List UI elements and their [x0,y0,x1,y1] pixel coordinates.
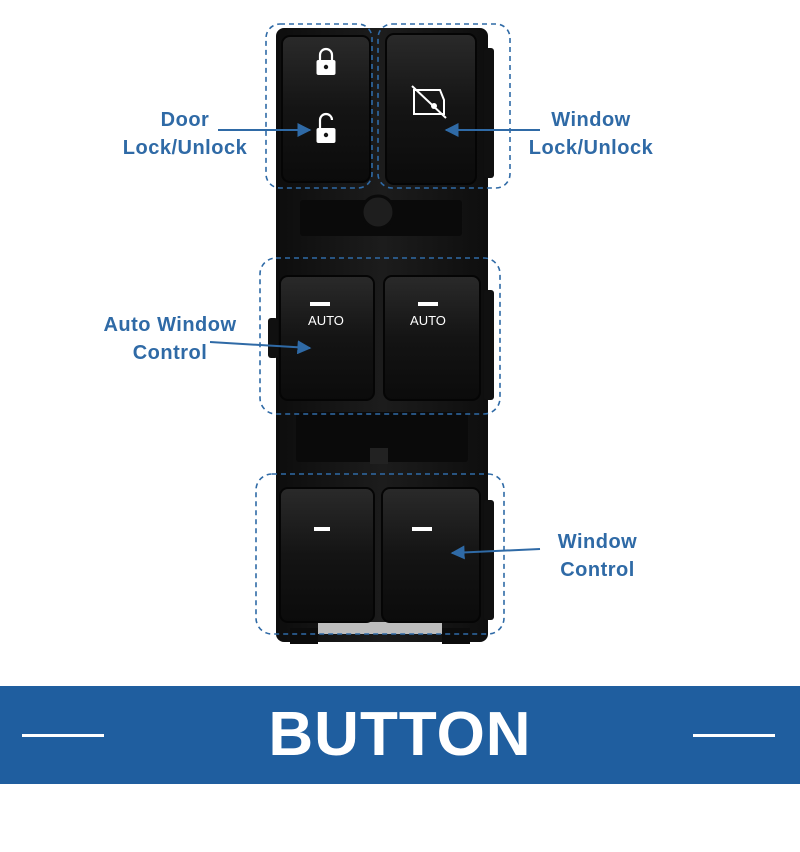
switch-panel-illustration: AUTO AUTO [209,23,541,644]
door-lock-highlight [265,23,373,189]
window-control-arrow [450,545,541,560]
title-banner: BUTTON FUNCTION [0,686,800,847]
door-lock-label-line2: Lock/Unlock [122,137,248,159]
window-control-highlight [255,473,505,635]
banner-divider-left [22,734,104,737]
lock-open-icon [316,112,336,143]
window-lock-icon [411,85,447,119]
window-control-button-right[interactable] [381,487,481,623]
banner-divider-right [693,734,775,737]
auto-window-label-line1: Auto Window [103,314,237,336]
window-lock-label: Window Lock/Unlock [516,106,666,162]
window-control-label-line2: Control [560,559,635,581]
banner-title: BUTTON FUNCTION [235,700,565,847]
product-image: AUTO AUTO Door Lock/Unlock Wi [0,23,800,847]
window-control-label: Window Control [535,528,660,584]
auto-window-highlight [259,257,501,415]
door-lock-label: Door Lock/Unlock [110,106,260,162]
window-lock-highlight [377,23,511,189]
auto-window-button-left[interactable] [279,275,375,401]
window-control-button-left[interactable] [279,487,375,623]
window-lock-label-line1: Window [551,109,631,131]
window-lock-label-line2: Lock/Unlock [528,137,654,159]
auto-window-arrow [209,340,312,355]
door-lock-button[interactable] [281,35,371,183]
auto-window-button-right[interactable] [383,275,481,401]
auto-window-label-line2: Control [132,342,208,364]
lock-closed-icon [316,47,336,75]
window-lock-button[interactable] [385,33,477,185]
door-lock-label-line1: Door [160,109,210,131]
window-control-label-line1: Window [557,531,638,553]
auto-window-label: Auto Window Control [70,311,270,367]
auto-label-left: AUTO [308,313,344,328]
auto-label-right: AUTO [410,313,446,328]
